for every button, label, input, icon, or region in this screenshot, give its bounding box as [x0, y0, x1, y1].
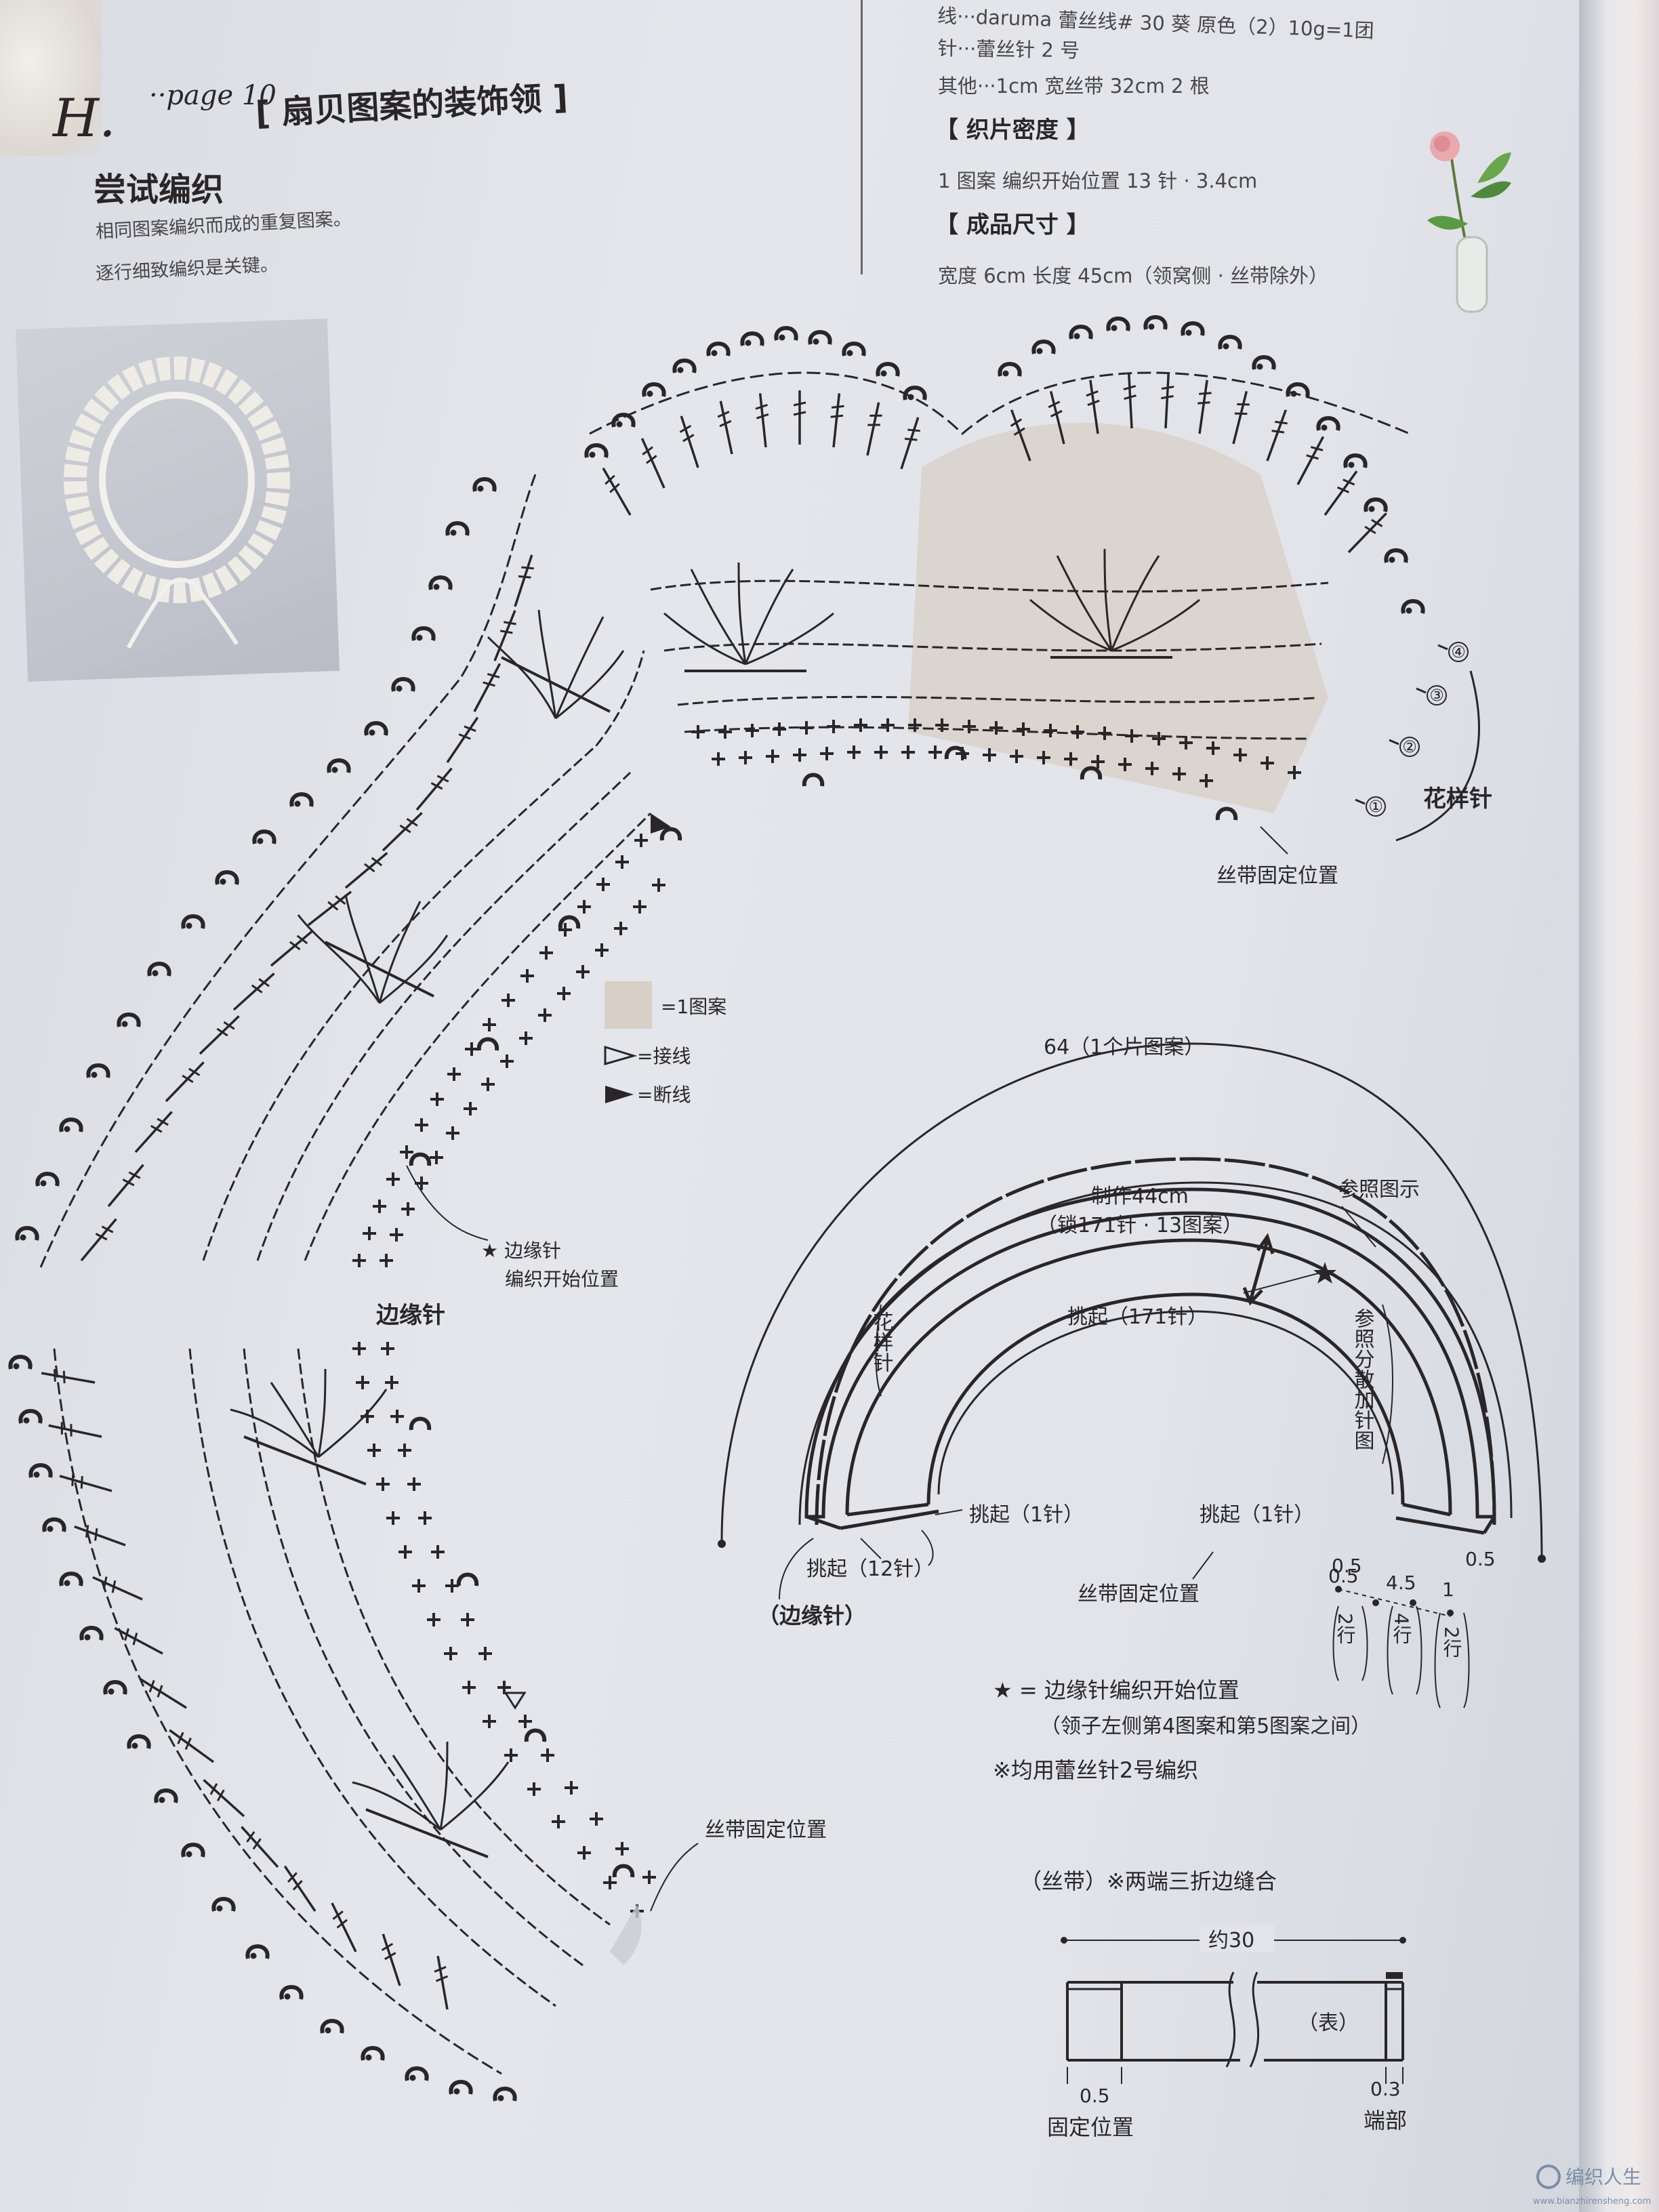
- left-lower-single-crochet: [351, 1340, 657, 1919]
- collar-neckline-arc: [926, 1292, 1405, 1505]
- collar-schematic: 64（1个片图案） 参照图示 制作44cm （锁171针 · 13图案） 挑起（…: [718, 1036, 1546, 1708]
- collar-photo-illustration: [63, 356, 290, 649]
- schematic-ribbon-label: 丝带固定位置: [1078, 1582, 1200, 1606]
- pickup-one-left-label: 挑起（1针）: [969, 1503, 1084, 1527]
- chart-top-strip: ① ② ③ ④ 花样针 丝带固定位置: [586, 317, 1492, 888]
- collar-thumb: [0, 0, 102, 156]
- pattern-stitch-label: 花样针: [1423, 785, 1492, 813]
- row-marker-4: ④: [1451, 642, 1466, 661]
- watermark-brand: 编织人生: [1565, 2166, 1641, 2188]
- materials-other: 其他···1cm 宽丝带 32cm 2 根: [938, 75, 1210, 98]
- legend-join-label: =接线: [637, 1045, 691, 1067]
- left-upper-chain-rows: [202, 650, 652, 1261]
- make-length-label: 制作44cm: [1091, 1185, 1189, 1208]
- row-dim-rows-2: 4行: [1391, 1613, 1413, 1644]
- star-note: ★ = 边缘针编织开始位置: [993, 1677, 1240, 1703]
- reference-label: 参照图示: [1338, 1178, 1420, 1202]
- row-marker-1: ①: [1368, 797, 1383, 816]
- increase-vertical-label: 参照分散加针图: [1351, 1308, 1375, 1450]
- left-lower-fan-motifs: [230, 1368, 510, 1858]
- cut-icon: [605, 1086, 634, 1103]
- collar-photo: [16, 319, 340, 682]
- ribbon-heading: （丝带）※两端三折边缝合: [1020, 1868, 1277, 1894]
- ribbon-face-label: （表）: [1298, 2011, 1359, 2035]
- row-number-markers: ① ② ③ ④: [1355, 642, 1480, 842]
- chart-left-upper: [17, 474, 680, 1269]
- pickup-twelve-label: 挑起（12针）: [806, 1557, 934, 1581]
- schematic-edge-label: （边缘针）: [758, 1603, 866, 1629]
- pattern-vertical-label: 花样针: [869, 1311, 894, 1372]
- gauge-heading: 【 织片密度 】: [935, 117, 1090, 144]
- row-dim-rows-1: 2行: [1334, 1613, 1357, 1644]
- collar-inner-arc: [845, 1238, 1452, 1515]
- edge-stitch-label: 边缘针: [376, 1302, 445, 1329]
- watermark-url: www.bianzhirensheng.com: [1533, 2196, 1651, 2207]
- legend-motif-swatch: [605, 981, 652, 1029]
- chart-left-lower: [10, 1340, 657, 2102]
- chart-label-texts: ★ 边缘针 编织开始位置 边缘针 丝带固定位置: [376, 1240, 827, 1842]
- size-heading: 【 成品尺寸 】: [935, 211, 1090, 239]
- ribbon-left-dim: 0.5: [1080, 2085, 1110, 2107]
- row-marker-2: ②: [1402, 737, 1417, 756]
- join-icon: [604, 1045, 638, 1065]
- notes: ★ = 边缘针编织开始位置 （领子左侧第4图案和第5图案之间） ※均用蕾丝针2号…: [993, 1677, 1371, 1783]
- ribbon-position-label-top: 丝带固定位置: [1216, 864, 1338, 888]
- top-chain-rows: [650, 579, 1329, 740]
- motif-shade-region: [908, 422, 1328, 813]
- column-divider: [861, 0, 863, 274]
- legend-cut-label: =断线: [637, 1084, 691, 1106]
- legend-motif-label: =1图案: [661, 996, 726, 1018]
- row-marker-3: ③: [1429, 686, 1444, 705]
- ribbon-diagram: （丝带）※两端三折边缝合 约30 （表） 0.5 固定位置 0.3 端部: [1020, 1868, 1407, 2140]
- ribbon-right-label: 端部: [1364, 2108, 1407, 2133]
- edge-start-label-1: ★ 边缘针: [481, 1240, 561, 1262]
- row-dim-value-3: 1: [1442, 1578, 1454, 1601]
- size-text: 宽度 6cm 长度 45cm（领窝侧 · 丝带除外）: [938, 264, 1329, 287]
- hook-note: ※均用蕾丝针2号编织: [993, 1757, 1198, 1783]
- left-lower-tall-stitches: [39, 1366, 455, 2012]
- page-reference: ··page 10: [149, 80, 276, 111]
- left-lower-chain-rows: [188, 1348, 611, 2007]
- ribbon-left-label: 固定位置: [1047, 2114, 1134, 2140]
- pickup-171-label: 挑起（171针）: [1067, 1305, 1208, 1329]
- gauge-text: 1 图案 编织开始位置 13 针 · 3.4cm: [938, 169, 1258, 192]
- chain-count-label: （锁171针 · 13图案）: [1037, 1214, 1243, 1237]
- left-upper-fan-motifs: [297, 609, 625, 1004]
- legend: =1图案 =接线 =断线: [604, 981, 726, 1106]
- section-mark: H.: [53, 88, 116, 149]
- page-gutter: [1579, 0, 1659, 2212]
- page-title: 尝试编织: [94, 171, 224, 209]
- watermark: 编织人生 www.bianzhirensheng.com: [1533, 2165, 1651, 2207]
- left-upper-tall-stitches: [75, 552, 539, 1266]
- row-dim-value-2: 4.5: [1386, 1572, 1416, 1594]
- row-dim-rows-3: 2行: [1441, 1626, 1463, 1658]
- edge-start-label-2: 编织开始位置: [505, 1268, 619, 1290]
- row-dimension-group: 0.5 4.5 1 2行 4行 2行: [1328, 1565, 1470, 1708]
- ribbon-right-dim: 0.3: [1370, 2078, 1401, 2100]
- ribbon-position-label-bottom: 丝带固定位置: [705, 1818, 827, 1842]
- dim-right-value: 0.5: [1465, 1548, 1496, 1570]
- ribbon-length-label: 约30: [1208, 1929, 1254, 1952]
- row-dim-value-1: 0.5: [1328, 1565, 1359, 1587]
- star-note-detail: （领子左侧第4图案和第5图案之间）: [1040, 1715, 1371, 1738]
- dim-left-value: 0.5: [1332, 1555, 1362, 1577]
- outer-dimension-label: 64（1个片图案）: [1044, 1036, 1204, 1059]
- star-icon: [1313, 1262, 1336, 1284]
- outer-dimension-arc: [720, 1042, 1543, 1559]
- rose-vase-decoration: [1427, 131, 1511, 313]
- pickup-one-right-label: 挑起（1针）: [1200, 1503, 1314, 1527]
